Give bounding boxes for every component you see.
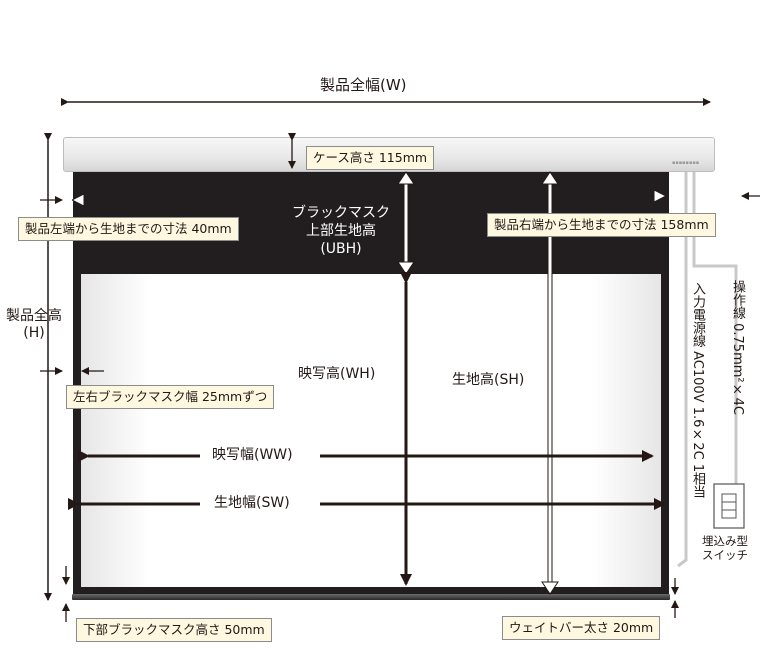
product-height-label: 製品全高 (H) [6,308,62,341]
image-height-label: 映写高(WH) [298,366,376,382]
bottom-black-mask-label: 下部ブラックマスク高さ 50mm [76,618,272,642]
case-height-label: ケース高さ 115mm [306,146,435,170]
weight-bar-label: ウェイトバー太さ 20mm [502,616,661,640]
power-cable-label: 入力電源線 AC100V 1.6×2C 1相当 [690,282,705,499]
side-black-mask-label: 左右ブラックマスク幅 25mmずつ [66,385,275,409]
image-width-label: 映写幅(WW) [212,447,293,463]
right-to-fabric-label: 製品右端から生地までの寸法 158mm [487,213,716,237]
switch-label: 埋込み型 スイッチ [702,534,748,563]
product-width-label: 製品全幅(W) [320,76,407,94]
fabric-width-label: 生地幅(SW) [214,495,290,511]
control-cable-label: 操作線 0.75mm²×4C [730,280,745,415]
projection-surface [81,274,661,587]
left-to-fabric-label: 製品左端から生地までの寸法 40mm [18,217,239,241]
fabric-height-label: 生地高(SH) [452,372,525,388]
case-brand-mark: ▪▪▪▪▪▪▪▪ [672,160,700,166]
weight-bar [72,594,670,600]
upper-black-mask-label: ブラックマスク 上部生地高 (UBH) [292,205,390,258]
